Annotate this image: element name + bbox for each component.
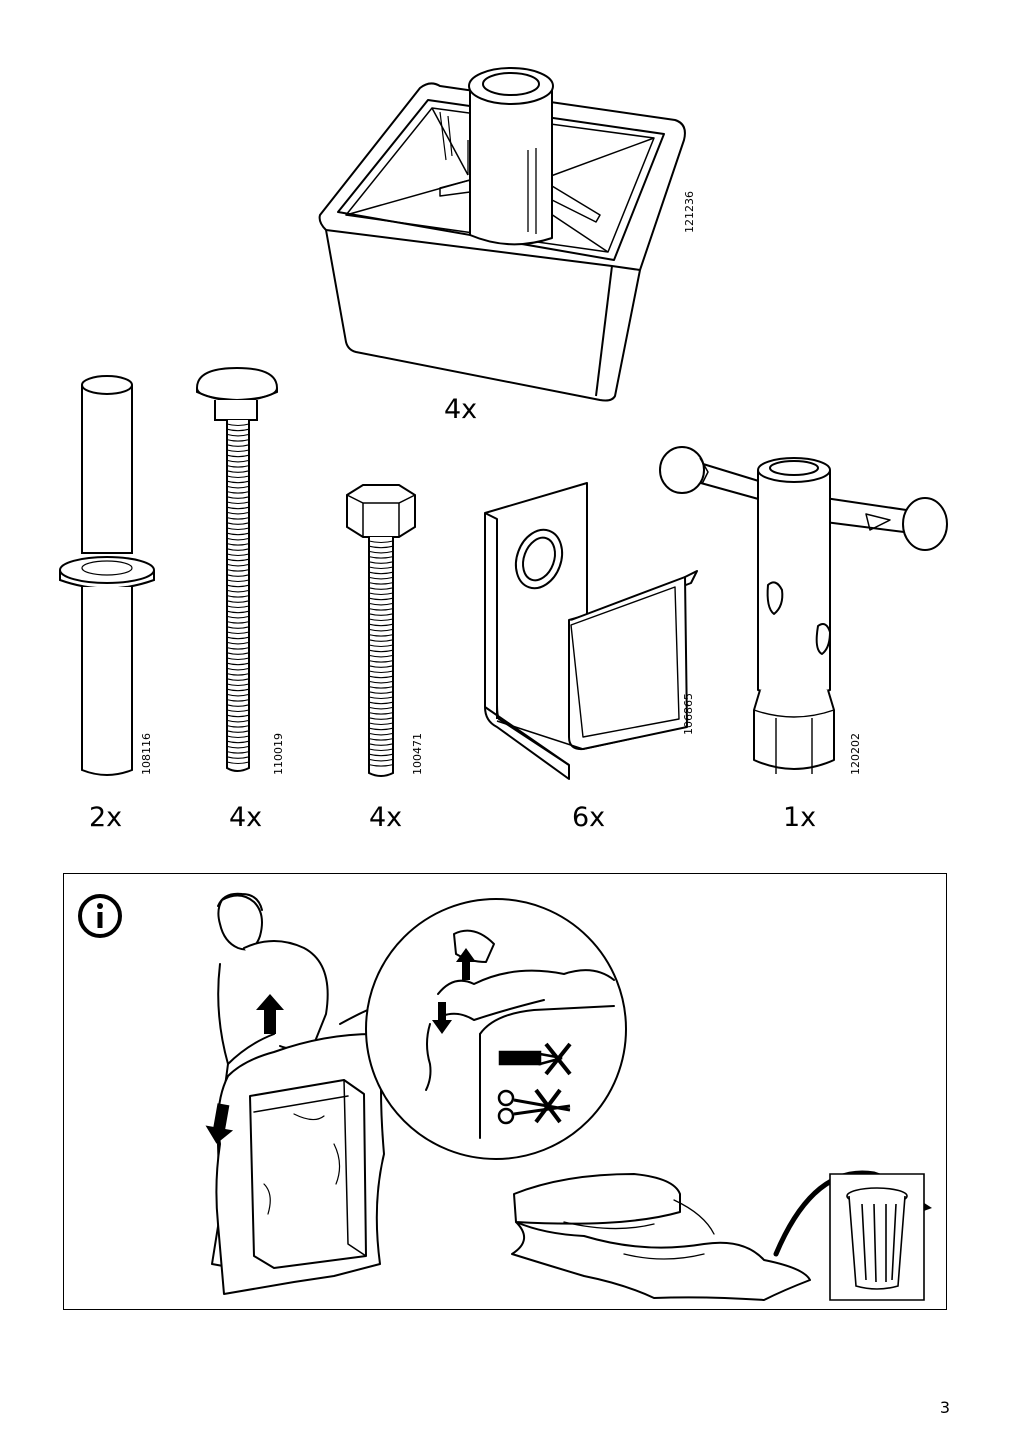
hex-bolt-part-number: 100471 (411, 733, 424, 775)
leg-quantity: 4x (444, 394, 478, 425)
hex-bolt-illustration (335, 475, 435, 785)
wrench-quantity: 1x (783, 802, 817, 833)
hex-bolt-quantity: 4x (369, 802, 403, 833)
wrench-part-number: 120202 (849, 733, 862, 775)
bracket-illustration (475, 475, 705, 775)
carriage-bolt-part-number: 110019 (272, 733, 285, 775)
carriage-bolt-illustration (185, 360, 305, 780)
leg-part-number: 121236 (683, 191, 696, 233)
carriage-bolt-quantity: 4x (229, 802, 263, 833)
pin-quantity: 2x (89, 802, 123, 833)
wrench-illustration (650, 430, 960, 780)
detail-callout-illustration (334, 884, 614, 1174)
bracket-quantity: 6x (572, 802, 606, 833)
disposal-illustration (504, 1104, 932, 1304)
info-panel (63, 873, 947, 1310)
pin-part-number: 108116 (140, 733, 153, 775)
leg-illustration (0, 0, 1012, 420)
person-unpacking-illustration (205, 884, 514, 1304)
pin-illustration (50, 365, 170, 785)
page-number: 3 (939, 1398, 950, 1417)
info-icon (76, 892, 124, 940)
